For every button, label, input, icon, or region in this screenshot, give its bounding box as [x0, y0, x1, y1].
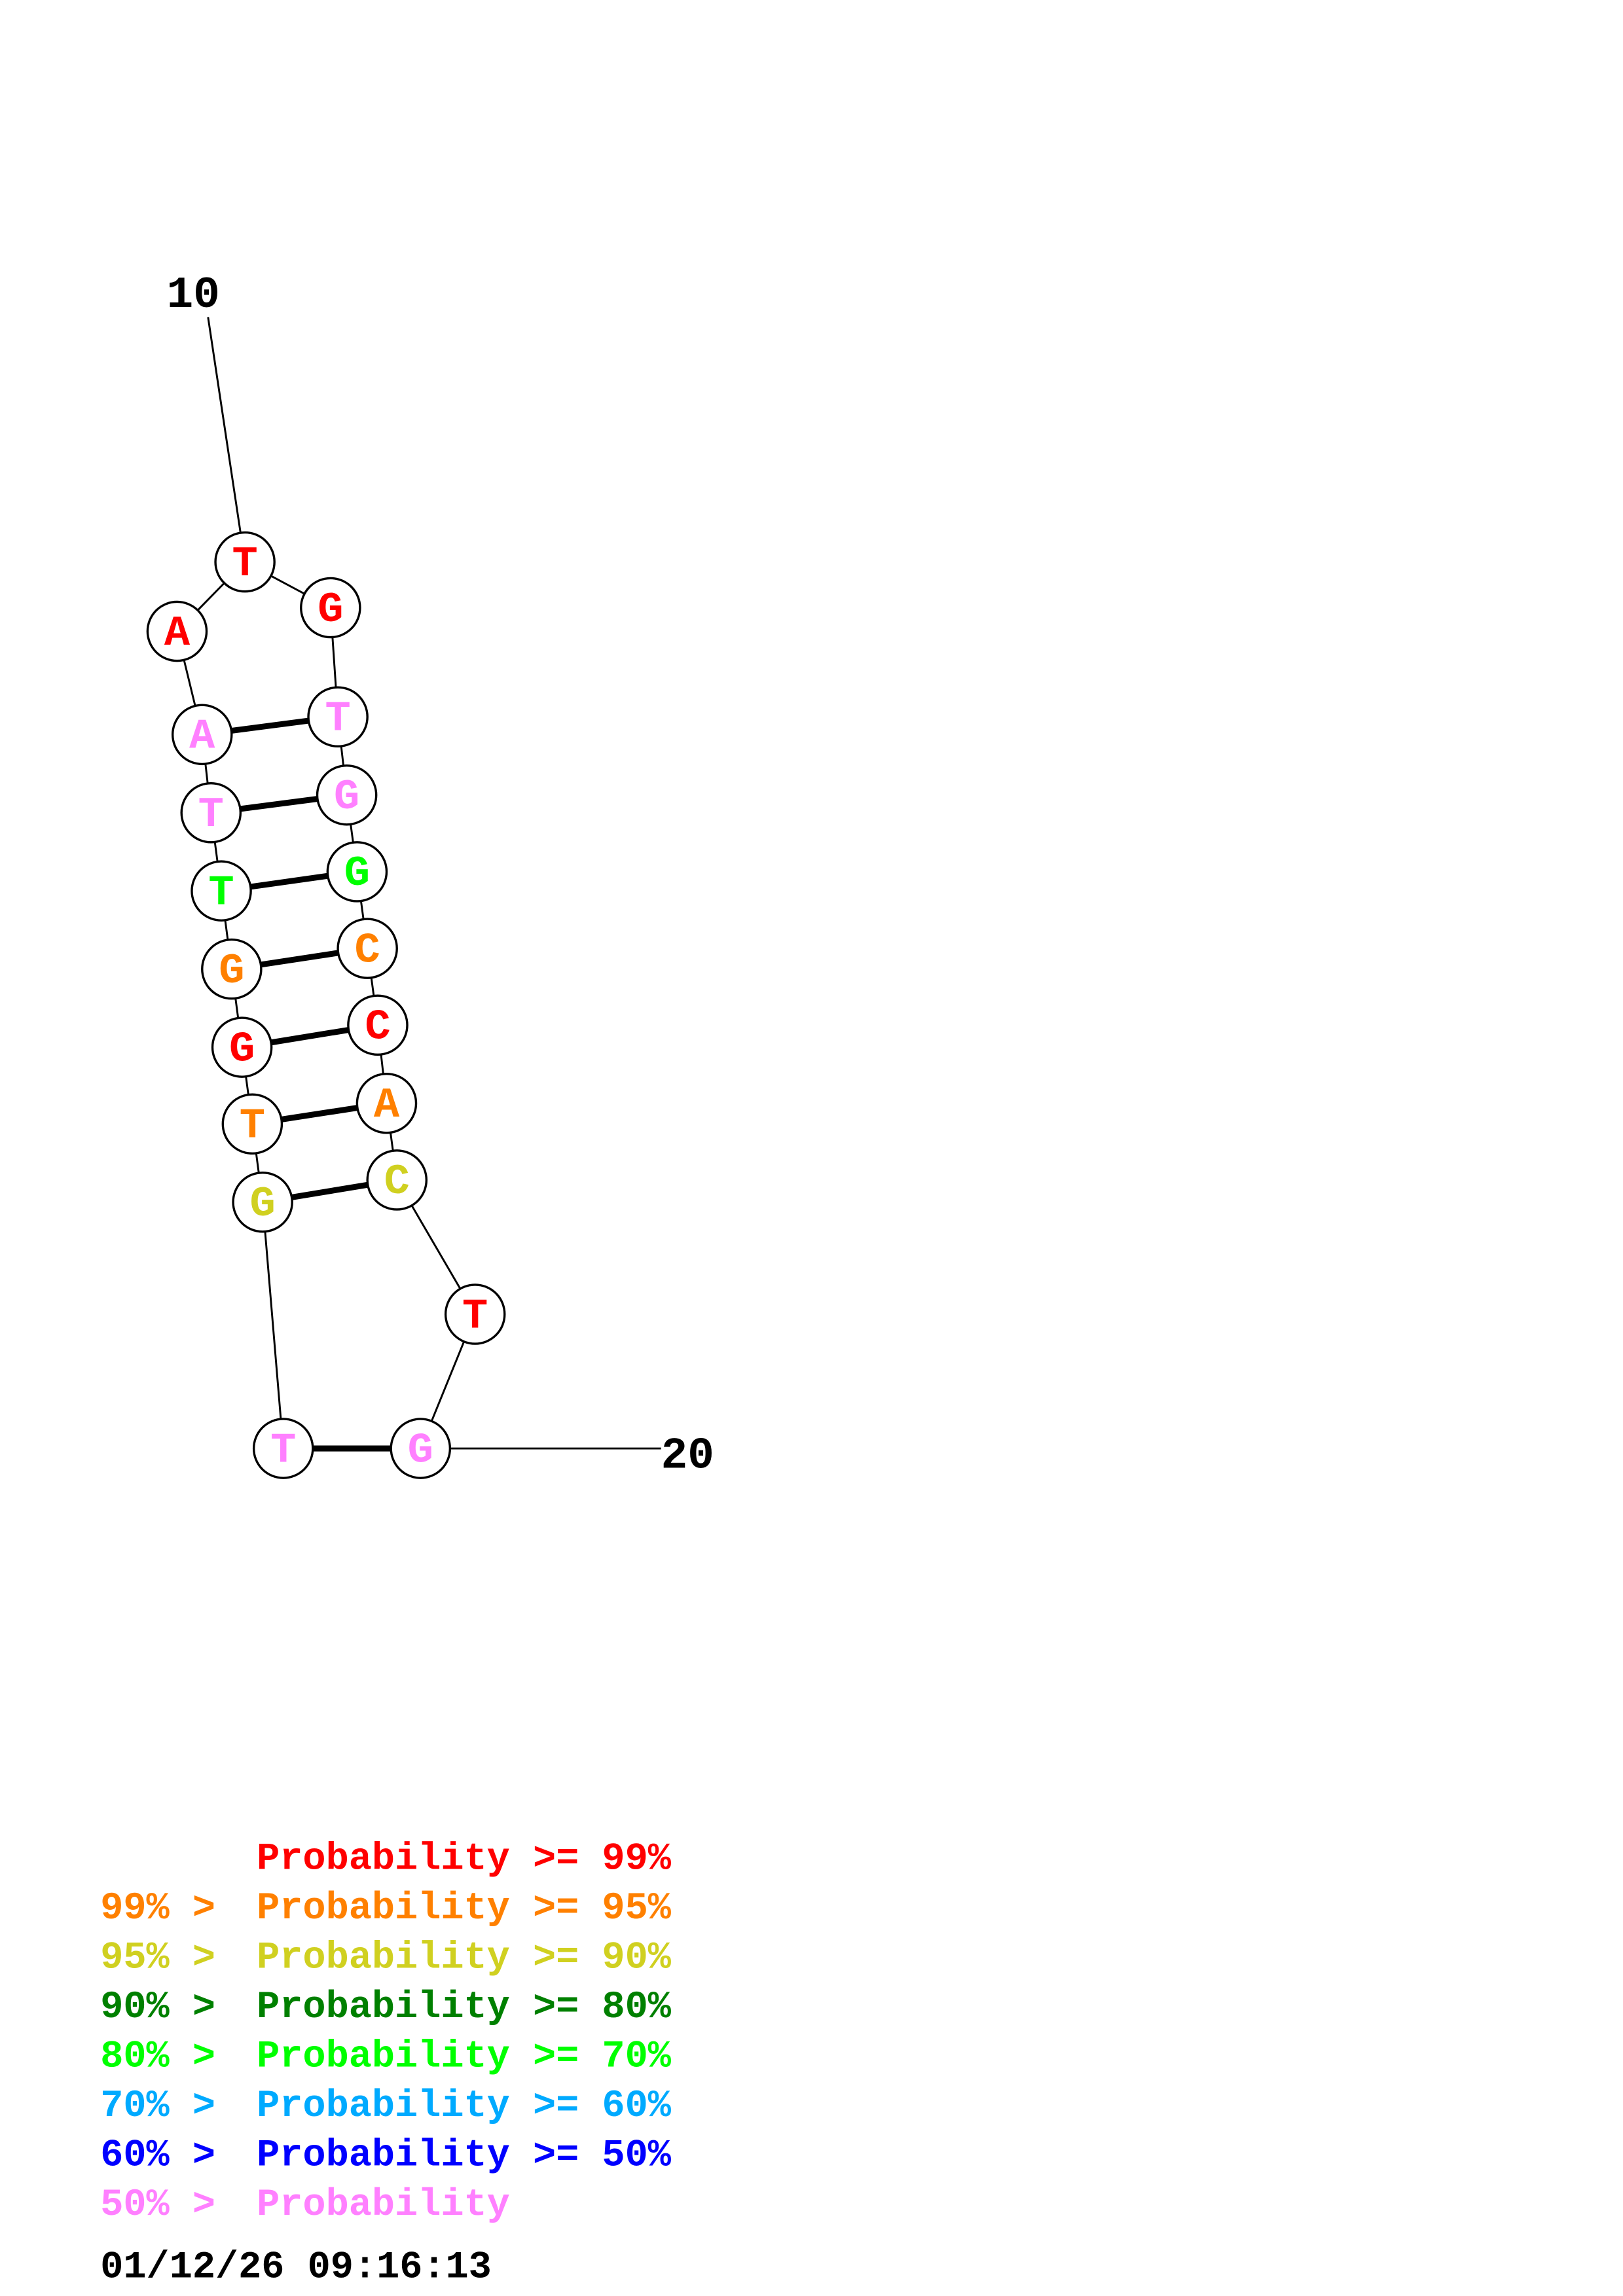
nucleotide-letter: T [240, 1102, 265, 1151]
nucleotide-circle [316, 764, 378, 826]
nucleotide-circle [146, 600, 208, 662]
legend-prefix: 95% > [100, 1935, 238, 1979]
legend-entry: 70% > Probability >= 60% [100, 2084, 671, 2128]
nucleotide-A: A [171, 704, 233, 766]
legend-prefix: 60% > [100, 2133, 238, 2177]
nucleotide-letter: G [408, 1426, 433, 1475]
legend-prefix: 70% > [100, 2084, 238, 2128]
nucleotide-G: G [300, 577, 361, 639]
nucleotide-circle [252, 1418, 314, 1479]
nucleotide-letter: G [229, 1025, 255, 1073]
nucleotide-letter: T [325, 695, 350, 744]
nucleotide-circle [214, 531, 276, 593]
nucleotide-letter: G [219, 947, 244, 996]
nucleotide-G: G [211, 1016, 273, 1078]
nucleotide-letter: G [318, 586, 343, 634]
start-position-label: 10 [167, 271, 220, 321]
legend-text: Probability >= 70% [257, 2034, 672, 2078]
nucleotide-circle [307, 686, 369, 748]
nucleotide-letter: C [355, 926, 380, 975]
nucleotide-A: A [146, 600, 208, 662]
legend-prefix: 99% > [100, 1886, 238, 1930]
legend-entry: 60% > Probability >= 50% [100, 2133, 671, 2177]
nucleotide-G: G [326, 841, 388, 903]
nucleotide-circle [444, 1283, 506, 1345]
legend-text: Probability >= 50% [257, 2133, 672, 2177]
nucleotide-letter: T [270, 1426, 296, 1475]
nucleotide-C: C [337, 918, 398, 979]
nucleotide-T: T [444, 1283, 506, 1345]
legend-entry: 90% > Probability >= 80% [100, 1985, 671, 2029]
nucleotide-circle [326, 841, 388, 903]
nucleotide-C: C [366, 1149, 428, 1211]
nucleotide-circle [347, 994, 409, 1056]
nucleotide-circle [390, 1418, 452, 1479]
nucleotide-circle [366, 1149, 428, 1211]
nucleotide-letter: G [344, 850, 370, 898]
nucleotide-circle [337, 918, 398, 979]
legend-text: Probability >= 80% [257, 1985, 672, 2029]
legend-text: Probability >= 99% [257, 1837, 672, 1880]
nucleotide-T: T [221, 1093, 283, 1155]
end-position-label: 20 [661, 1431, 714, 1481]
legend-entry: 99% > Probability >= 95% [100, 1886, 671, 1930]
legend-entry: 95% > Probability >= 90% [100, 1935, 671, 1979]
nucleotide-T: T [252, 1418, 314, 1479]
nucleotide-G: G [232, 1171, 293, 1233]
nucleotide-G: G [201, 938, 263, 1000]
legend-text: Probability >= 95% [257, 1886, 672, 1930]
legend-entry: Probability >= 99% [257, 1837, 672, 1880]
nucleotide-letter: C [384, 1158, 410, 1206]
nucleotide-letter: A [374, 1081, 400, 1130]
legend-prefix: 50% > [100, 2183, 238, 2227]
nucleotide-letter: G [334, 773, 359, 821]
legend-text: Probability >= 90% [257, 1935, 672, 1979]
backbone-line [207, 317, 246, 562]
nucleotide-T: T [307, 686, 369, 748]
legend-text: Probability [257, 2183, 510, 2227]
backbone-line [261, 1202, 285, 1449]
nucleotide-letter: T [208, 869, 234, 917]
nucleotide-circle [171, 704, 233, 766]
legend-entry: 50% > Probability [100, 2183, 510, 2227]
nucleotide-circle [300, 577, 361, 639]
nucleotide-C: C [347, 994, 409, 1056]
nucleotide-T: T [191, 860, 252, 922]
nucleotide-circle [201, 938, 263, 1000]
nucleotide-G: G [316, 764, 378, 826]
nucleotide-circle [211, 1016, 273, 1078]
timestamp: 01/12/26 09:16:13 [100, 2246, 492, 2289]
nucleotide-T: T [180, 781, 242, 844]
nucleotide-letter: C [365, 1003, 390, 1052]
nucleotide-A: A [356, 1072, 418, 1134]
nucleotide-circle [221, 1093, 283, 1155]
nucleotide-letter: T [462, 1292, 488, 1340]
nucleotide-circle [191, 860, 252, 922]
legend-prefix: 90% > [100, 1985, 238, 2029]
nucleotide-T: T [214, 531, 276, 593]
nucleotide-G: G [390, 1418, 452, 1479]
legend-prefix: 80% > [100, 2034, 238, 2078]
nucleotide-circle [356, 1072, 418, 1134]
nucleotide-letter: T [232, 540, 257, 588]
nucleotide-circle [180, 781, 242, 844]
legend-entry: 80% > Probability >= 70% [100, 2034, 671, 2078]
nucleotide-letter: G [250, 1180, 276, 1229]
legend-text: Probability >= 60% [257, 2084, 672, 2128]
probability-legend: Probability >= 99% 99% > Probability >= 9… [100, 1837, 671, 2226]
nucleotide-letter: A [164, 609, 191, 658]
nucleotide-letter: A [189, 713, 215, 761]
nucleotide-letter: T [198, 791, 224, 839]
nucleotide-circle [232, 1171, 293, 1233]
